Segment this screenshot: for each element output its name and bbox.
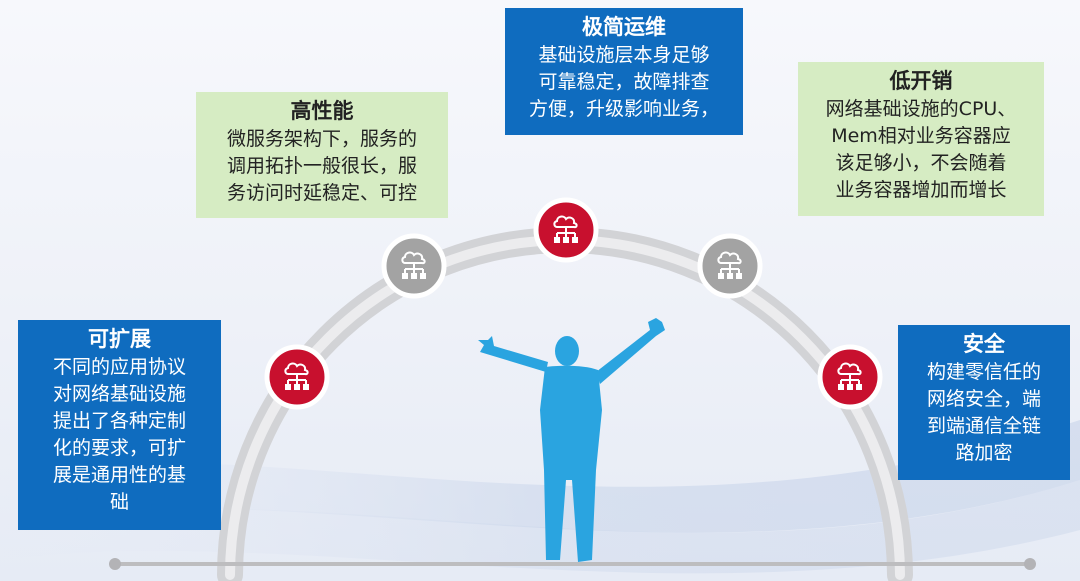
box-title: 低开销	[889, 69, 953, 93]
node-left-upper	[381, 233, 447, 299]
cloud-network-icon	[717, 251, 742, 279]
box-security: 安全 构建零信任的 网络安全，端 到端通信全链 路加密	[898, 325, 1070, 480]
box-line: 路加密	[955, 442, 1013, 464]
cloud-network-icon	[553, 215, 578, 243]
box-line: 到端通信全链	[926, 415, 1041, 437]
box-line: 网络基础设施的CPU、	[825, 98, 1017, 120]
box-high-performance: 高性能 微服务架构下，服务的 调用拓扑一般很长，服 务访问时延稳定、可控	[196, 92, 448, 218]
node-left-lower	[264, 344, 330, 410]
node-right-upper	[697, 233, 763, 299]
box-line: 微服务架构下，服务的	[226, 128, 417, 150]
box-line: 方便，升级影响业务，	[528, 98, 719, 120]
cloud-network-icon	[401, 251, 426, 279]
box-line: 础	[109, 491, 129, 513]
box-low-overhead: 低开销 网络基础设施的CPU、 Mem相对业务容器应 该足够小，不会随着 业务容…	[798, 62, 1044, 216]
box-line: 务访问时延稳定、可控	[226, 182, 417, 204]
swoosh-2	[0, 480, 1080, 574]
swoosh-1	[0, 420, 1080, 533]
floor-end-left	[109, 558, 121, 570]
box-line: 网络安全，端	[926, 388, 1041, 410]
box-simple-ops: 极简运维 基础设施层本身足够 可靠稳定，故障排查 方便，升级影响业务，	[505, 8, 743, 135]
box-line: 该足够小，不会随着	[835, 152, 1007, 174]
floor-end-right	[1024, 558, 1036, 570]
box-line: 对网络基础设施	[52, 383, 186, 405]
box-title: 极简运维	[582, 15, 666, 39]
cloud-network-icon	[284, 362, 309, 390]
box-title: 可扩展	[88, 327, 151, 351]
box-line: 调用拓扑一般很长，服	[226, 155, 417, 177]
box-line: 不同的应用协议	[52, 356, 186, 378]
box-line: 基础设施层本身足够	[538, 44, 710, 66]
box-line: 业务容器增加而增长	[835, 179, 1007, 201]
node-right-lower	[817, 344, 883, 410]
box-line: 展是通用性的基	[52, 464, 186, 486]
box-line: 化的要求，可扩	[52, 437, 186, 459]
node-top	[533, 197, 599, 263]
box-line: 构建零信任的	[926, 361, 1041, 383]
box-extensible: 可扩展 不同的应用协议 对网络基础设施 提出了各种定制 化的要求，可扩 展是通用…	[18, 320, 221, 530]
box-line: 可靠稳定，故障排查	[538, 71, 710, 93]
box-line: Mem相对业务容器应	[831, 125, 1011, 147]
cloud-network-icon	[837, 362, 862, 390]
box-title: 高性能	[290, 99, 354, 123]
box-line: 提出了各种定制	[52, 410, 186, 432]
box-title: 安全	[963, 332, 1005, 356]
